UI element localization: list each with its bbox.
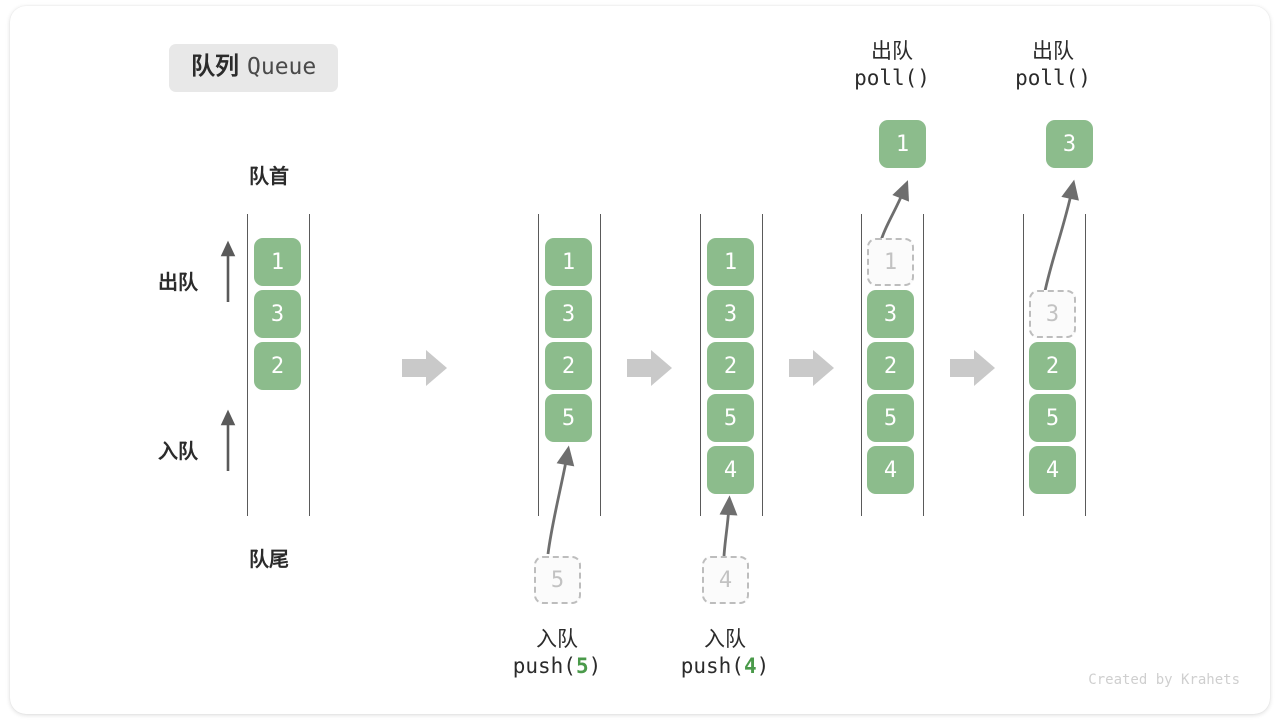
poll-motion-arrow-icon [878, 180, 909, 245]
step-arrow-icon [402, 350, 447, 386]
diagram-card: 队列 Queue 队首 队尾 出队 入队 1 3 2 1 3 2 5 [10, 6, 1270, 714]
push-motion-arrow-icon [719, 495, 738, 557]
queue-element[interactable]: 2 [254, 342, 301, 390]
queue-rail-right [1085, 214, 1086, 516]
queue-element-removed: 1 [867, 238, 914, 286]
dequeue-direction-arrow-icon [220, 240, 236, 302]
queue-element-pushed[interactable]: 5 [545, 394, 592, 442]
watermark: Created by Krahets [1088, 672, 1240, 688]
step-arrow-icon [950, 350, 995, 386]
caption-poll-second: 出队 poll() [973, 38, 1133, 93]
queue-element[interactable]: 4 [1029, 446, 1076, 494]
queue-element-removed: 3 [1029, 290, 1076, 338]
queue-element[interactable]: 3 [707, 290, 754, 338]
label-queue-head: 队首 [249, 166, 289, 188]
queue-element-pushed[interactable]: 4 [707, 446, 754, 494]
queue-element[interactable]: 1 [707, 238, 754, 286]
code-prefix: push( [512, 654, 576, 679]
queue-element[interactable]: 3 [867, 290, 914, 338]
push-motion-arrow-icon [546, 445, 575, 555]
queue-rail-right [600, 214, 601, 516]
queue-rail-right [309, 214, 310, 516]
pending-push-element: 4 [702, 556, 749, 604]
queue-element[interactable]: 1 [545, 238, 592, 286]
label-enqueue-direction: 入队 [158, 441, 198, 463]
caption-cn: 出队 [1032, 40, 1074, 63]
code-prefix: push( [680, 654, 744, 679]
label-dequeue-direction: 出队 [158, 272, 198, 294]
caption-cn: 出队 [871, 40, 913, 63]
queue-element[interactable]: 3 [254, 290, 301, 338]
queue-rail-right [923, 214, 924, 516]
poll-motion-arrow-icon [1042, 179, 1079, 297]
code-suffix: ) [756, 654, 770, 679]
step-arrow-icon [627, 350, 672, 386]
queue-rail-left [538, 214, 539, 516]
queue-rail-right [762, 214, 763, 516]
label-queue-tail: 队尾 [249, 549, 289, 571]
caption-poll-first: 出队 poll() [812, 38, 972, 93]
caption-code: poll() [1015, 66, 1091, 91]
queue-rail-left [700, 214, 701, 516]
caption-code: push(4) [625, 653, 825, 680]
queue-element[interactable]: 2 [545, 342, 592, 390]
queue-rail-left [861, 214, 862, 516]
code-number: 5 [575, 654, 589, 679]
caption-code: push(5) [457, 653, 657, 680]
queue-element[interactable]: 4 [867, 446, 914, 494]
queue-element[interactable]: 5 [1029, 394, 1076, 442]
queue-rail-left [247, 214, 248, 516]
code-suffix: ) [588, 654, 602, 679]
queue-element[interactable]: 3 [545, 290, 592, 338]
page-title: 队列 Queue [169, 44, 339, 92]
queue-element[interactable]: 1 [254, 238, 301, 286]
code-number: 4 [743, 654, 757, 679]
caption-cn: 入队 [704, 628, 746, 651]
enqueue-direction-arrow-icon [220, 409, 236, 471]
caption-cn: 入队 [536, 628, 578, 651]
queue-element[interactable]: 2 [1029, 342, 1076, 390]
queue-element[interactable]: 2 [867, 342, 914, 390]
caption-code: poll() [854, 66, 930, 91]
queue-rail-left [1023, 214, 1024, 516]
pending-push-element: 5 [534, 556, 581, 604]
queue-element[interactable]: 5 [707, 394, 754, 442]
queue-element[interactable]: 5 [867, 394, 914, 442]
title-cn: 队列 [191, 53, 239, 80]
title-en: Queue [247, 53, 317, 80]
popped-element[interactable]: 3 [1046, 120, 1093, 168]
queue-element[interactable]: 2 [707, 342, 754, 390]
popped-element[interactable]: 1 [879, 120, 926, 168]
caption-push-5: 入队 push(5) [457, 626, 657, 681]
step-arrow-icon [789, 350, 834, 386]
caption-push-4: 入队 push(4) [625, 626, 825, 681]
